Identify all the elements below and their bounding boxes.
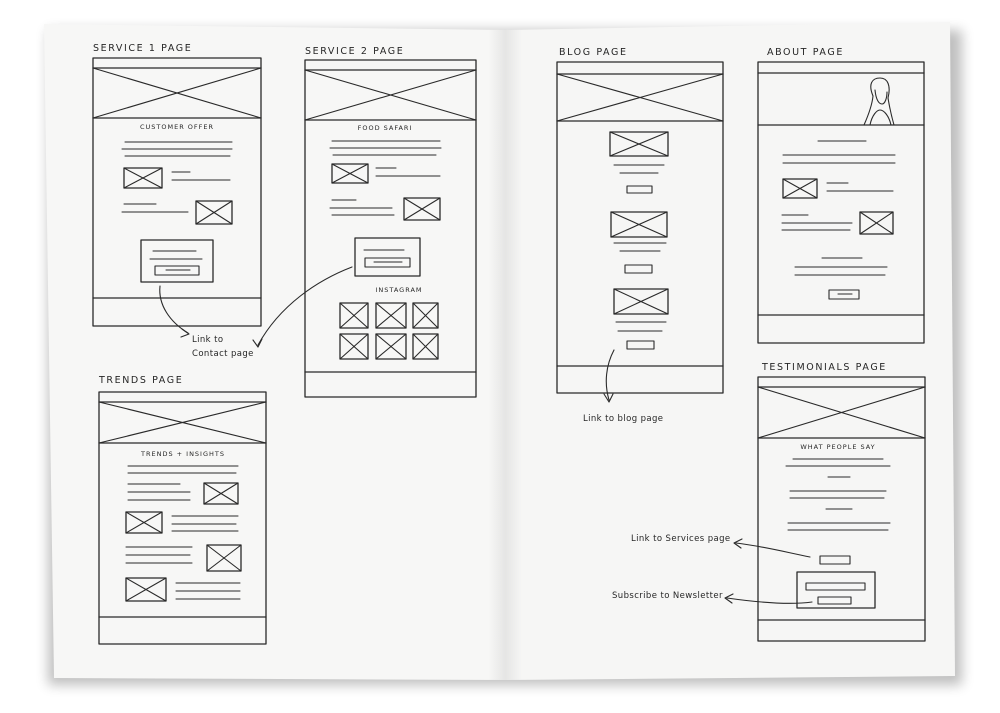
caption-trends-insights: TRENDS + INSIGHTS bbox=[140, 450, 225, 458]
service-2-wireframe: SERVICE 2 PAGE FOOD SAFARI INSTAGRAM bbox=[304, 46, 477, 398]
about-wireframe: ABOUT PAGE bbox=[757, 47, 925, 344]
note-link-to-blog: Link to blog page bbox=[583, 414, 663, 424]
service-1-wireframe: SERVICE 1 PAGE CUSTOMER OFFER bbox=[92, 43, 262, 327]
caption-food-safari: FOOD SAFARI bbox=[358, 124, 413, 132]
note-link-to: Link to bbox=[192, 335, 223, 345]
page-title-testimonials: TESTIMONIALS PAGE bbox=[761, 362, 887, 373]
note-subscribe-newsletter: Subscribe to Newsletter bbox=[612, 591, 723, 601]
caption-customer-offer: CUSTOMER OFFER bbox=[140, 123, 214, 131]
testimonials-wireframe: TESTIMONIALS PAGE WHAT PEOPLE SAY bbox=[757, 362, 926, 642]
left-page bbox=[44, 24, 505, 680]
newsletter-annotation: Subscribe to Newsletter bbox=[612, 591, 813, 604]
portrait-sketch bbox=[863, 77, 895, 126]
page-title-about: ABOUT PAGE bbox=[767, 47, 844, 58]
caption-instagram: INSTAGRAM bbox=[375, 286, 422, 294]
page-title-trends: TRENDS PAGE bbox=[98, 375, 183, 386]
services-annotation: Link to Services page bbox=[631, 534, 811, 558]
trends-wireframe: TRENDS PAGE TRENDS + INSIGHTS bbox=[98, 375, 267, 645]
note-link-to-services: Link to Services page bbox=[631, 534, 731, 544]
right-page bbox=[505, 22, 955, 680]
note-contact-page: Contact page bbox=[192, 349, 254, 359]
page-title-blog: BLOG PAGE bbox=[559, 47, 628, 58]
contact-page-annotation: Link to Contact page bbox=[159, 266, 353, 359]
blog-wireframe: BLOG PAGE Link to blog page bbox=[556, 47, 724, 424]
caption-what-people-say: WHAT PEOPLE SAY bbox=[800, 443, 875, 451]
page-title-service-1: SERVICE 1 PAGE bbox=[93, 43, 192, 54]
page-title-service-2: SERVICE 2 PAGE bbox=[305, 46, 404, 57]
